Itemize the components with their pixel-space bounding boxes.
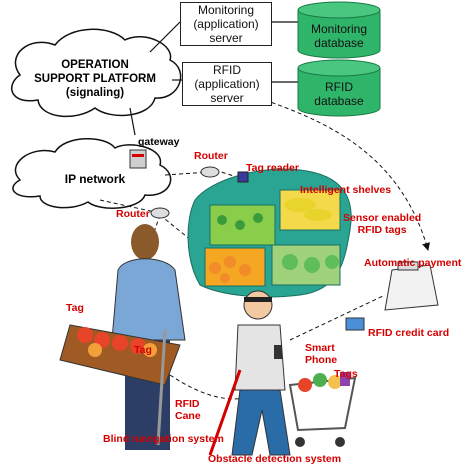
rfid-credit-card-icon [345,317,365,331]
router-left-device [150,207,170,219]
dashed-link-cane [169,374,256,400]
monitoring-server-label: Monitoring (application) server [193,3,259,45]
blind-navigation-label: Blind navigation system [103,433,224,445]
tag-basket-label: Tag [134,344,152,356]
gateway-device [129,149,147,169]
gateway-label: gateway [138,136,180,148]
obstacle-detection-label: Obstacle detection system [208,453,342,465]
white-cane [208,369,242,456]
rfid-server-box: RFID (application) server [182,62,272,106]
intelligent-shelves-label: Intelligent shelves [300,184,392,196]
automatic-payment-label: Automatic payment [364,257,462,269]
rfid-credit-card-label: RFID credit card [368,327,450,339]
router-top-device [200,166,220,178]
tag-reader-device [237,171,249,183]
sensor-tags-label: Sensor enabled RFID tags [343,212,422,236]
rfid-db-label: RFID database [314,80,364,108]
dashed-link-phone-payment [289,294,386,341]
link-platform-gateway [129,107,136,136]
dashed-link-ip-router-left [99,199,156,213]
router-left-label: Router [116,208,150,220]
rfid-cane-label: RFID Cane [175,398,201,422]
cash-register-illustration [384,261,439,311]
tag-reader-label: Tag reader [246,162,299,174]
smart-phone-device [274,345,282,359]
router-top-label: Router [194,150,228,162]
dashed-link-server-payment [264,99,430,251]
smart-phone-label: Smart Phone [305,342,338,366]
tags-cart-label: Tags [334,368,358,380]
platform-label: OPERATION SUPPORT PLATFORM (signaling) [34,59,156,99]
shopping-cart-illustration [288,372,357,447]
ip-network-label: IP network [64,172,126,186]
tag-left-label: Tag [66,302,84,314]
monitoring-db-label: Monitoring database [310,22,368,50]
rfid-server-label: RFID (application) server [194,63,260,105]
monitoring-server-box: Monitoring (application) server [180,2,272,46]
link-platform-monitoring [149,21,181,53]
cane-left [156,329,167,446]
blind-man-illustration [231,290,291,456]
fruit-basket-illustration [59,324,181,386]
platform-cloud [11,28,182,118]
